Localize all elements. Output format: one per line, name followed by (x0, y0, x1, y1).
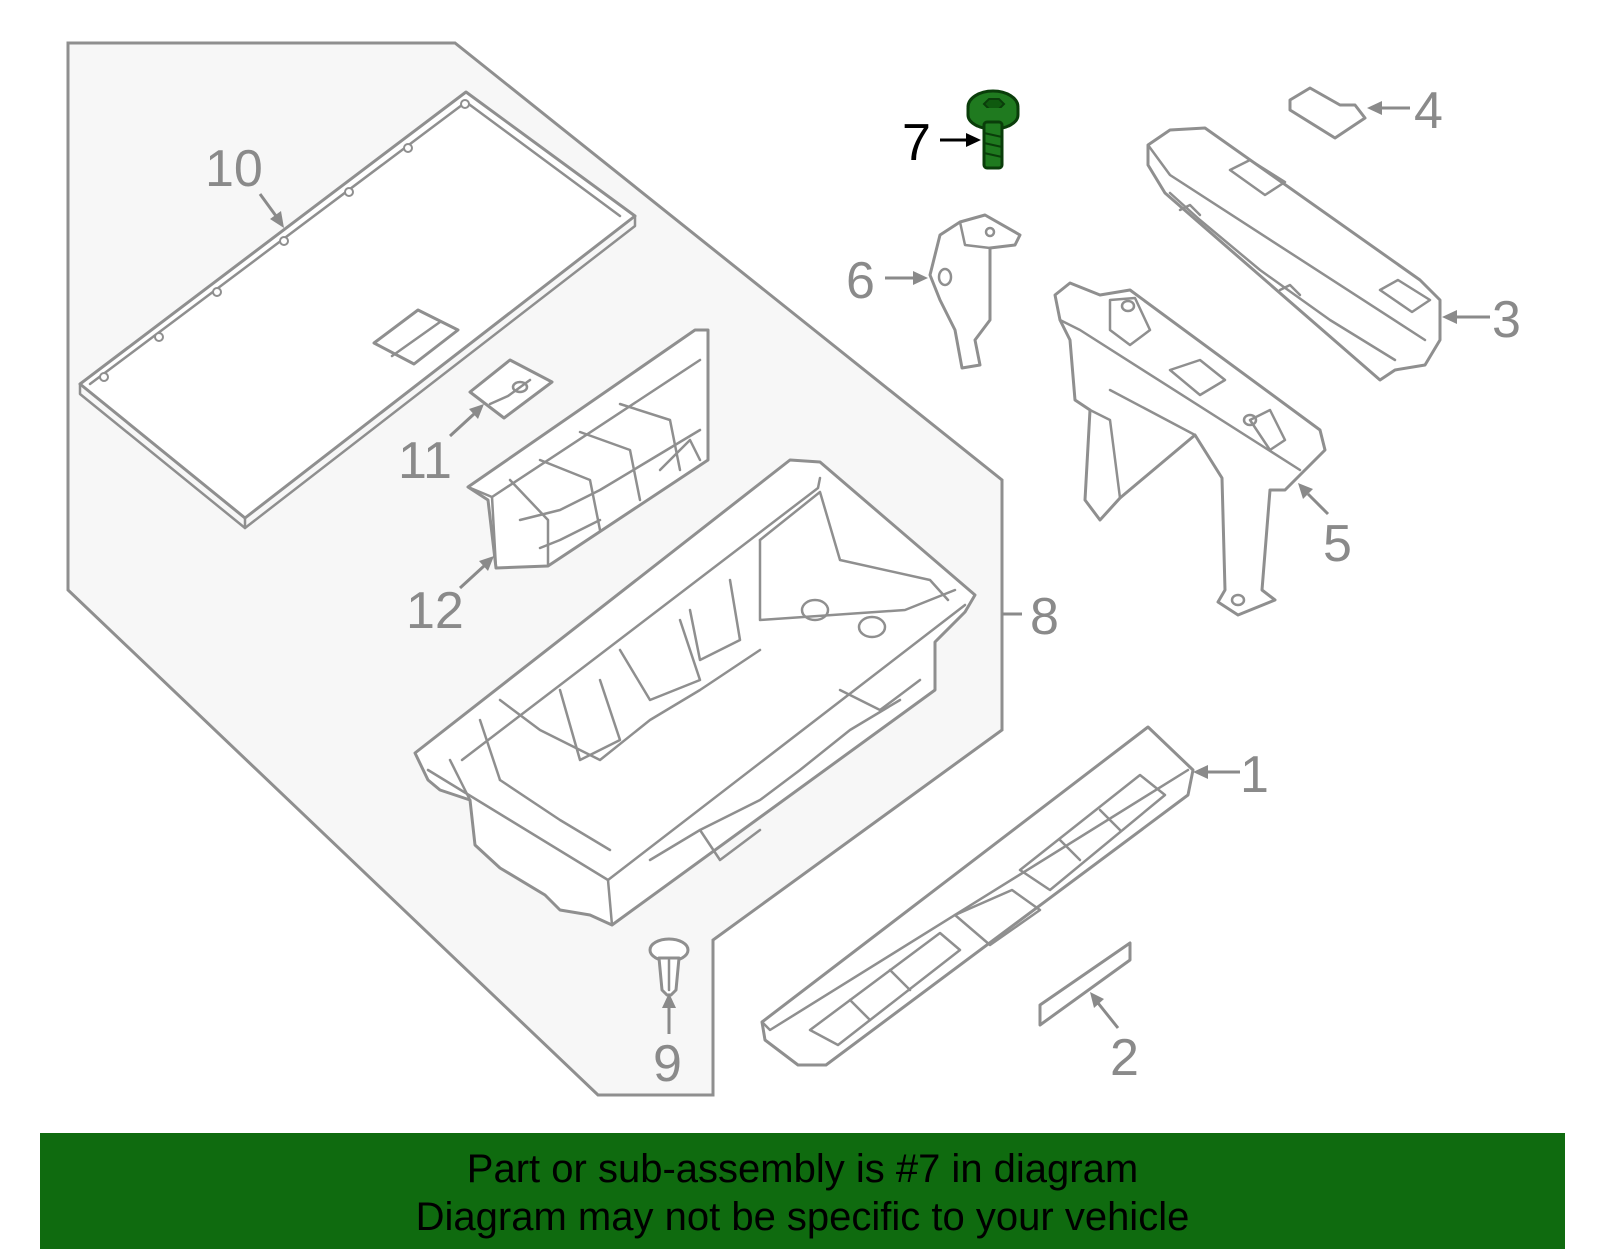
callout-3: 3 (1492, 291, 1521, 349)
part-6-bracket[interactable] (928, 213, 1022, 370)
part-5-bracket-frame[interactable] (1053, 281, 1327, 617)
part-8-storage-tub[interactable] (413, 458, 977, 927)
callout-2: 2 (1110, 1029, 1139, 1087)
callout-10: 10 (205, 140, 263, 198)
callout-arrows (258, 101, 1490, 1034)
callout-8: 8 (1030, 588, 1059, 646)
part-10-floor-panel[interactable] (78, 90, 637, 530)
part-9-push-clip[interactable] (648, 937, 690, 997)
callout-5: 5 (1323, 515, 1352, 573)
part-12-bin[interactable] (466, 328, 710, 570)
part-4-clip[interactable] (1288, 86, 1367, 140)
part-1-sill-trim[interactable] (760, 725, 1195, 1067)
part-3-upper-trim[interactable] (1146, 126, 1442, 382)
callout-7: 7 (902, 114, 931, 172)
banner-line-part: Part or sub-assembly is #7 in diagram (466, 1147, 1139, 1191)
part-2-strip[interactable] (1038, 941, 1132, 1027)
callout-9: 9 (653, 1035, 682, 1093)
part-11-handle[interactable] (468, 358, 554, 420)
callout-6: 6 (846, 252, 875, 310)
callout-4: 4 (1414, 82, 1443, 140)
part-7-bolt[interactable] (966, 89, 1020, 170)
info-banner: Part or sub-assembly is #7 in diagram Di… (40, 1133, 1565, 1249)
banner-line-disclaimer: Diagram may not be specific to your vehi… (415, 1195, 1190, 1239)
callout-12: 12 (406, 582, 464, 640)
callout-1: 1 (1240, 746, 1269, 804)
callout-11: 11 (398, 432, 452, 490)
